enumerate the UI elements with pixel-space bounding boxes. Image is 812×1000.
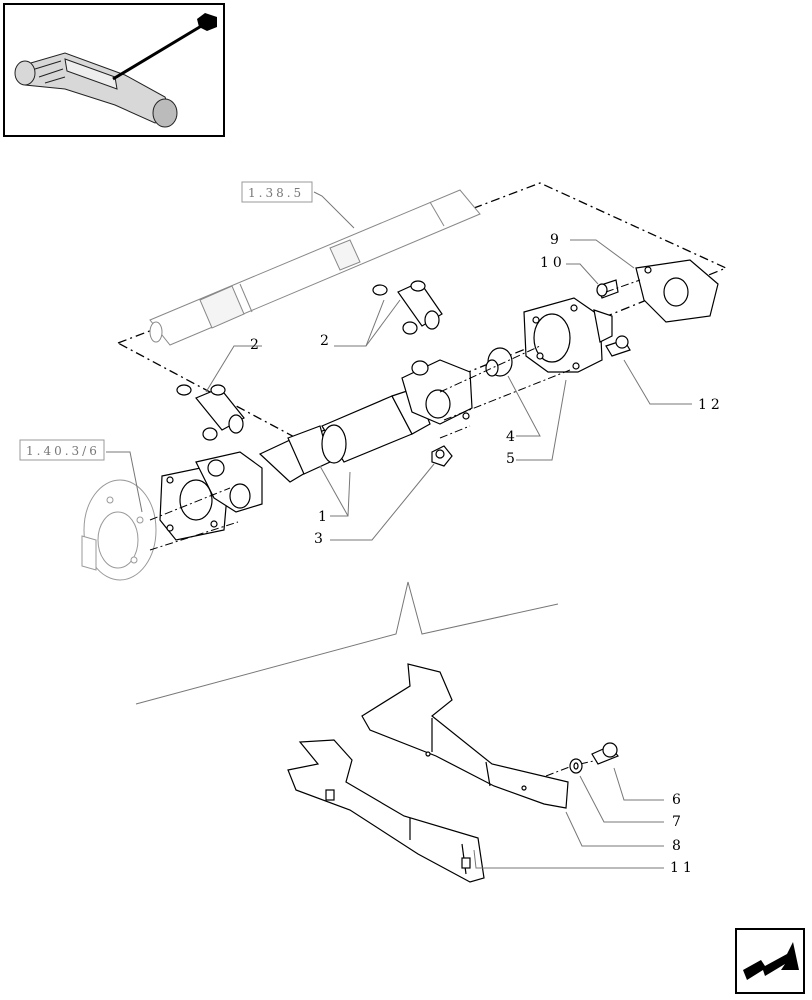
reference-label: 1.40.3/6 — [26, 444, 100, 458]
reference-region-outline — [116, 182, 728, 441]
callout-1[interactable]: 1 — [318, 509, 331, 525]
callout-11[interactable]: 11 — [670, 860, 696, 876]
callout-2[interactable]: 2 — [320, 333, 333, 349]
drive-shaft — [159, 359, 473, 541]
next-arrow-icon — [743, 941, 799, 980]
spider-kit-left — [176, 384, 245, 441]
assembly-thumbnail[interactable] — [3, 3, 225, 137]
callout-2[interactable]: 2 — [250, 337, 263, 353]
reference-label: 1.38.5 — [248, 186, 304, 200]
reference-flange — [81, 479, 157, 581]
reference-1-40-3-6[interactable]: 1.40.3/6 — [19, 439, 105, 461]
callout-8[interactable]: 8 — [672, 838, 685, 854]
reference-1-38-5[interactable]: 1.38.5 — [241, 181, 313, 203]
bearing-and-flange — [431, 259, 719, 467]
section-divider — [135, 581, 559, 705]
callout-12[interactable]: 12 — [698, 397, 724, 413]
guard-brackets — [287, 663, 569, 883]
bolt-and-washer — [569, 742, 619, 774]
next-page-button[interactable] — [735, 928, 805, 994]
axis-lines — [149, 279, 641, 777]
callout-4[interactable]: 4 — [506, 429, 519, 445]
callouts: 1 2 2 3 4 5 6 7 8 9 10 11 12 — [250, 232, 724, 876]
callout-9[interactable]: 9 — [550, 232, 563, 248]
callout-7[interactable]: 7 — [672, 814, 685, 830]
leader-lines — [106, 191, 692, 869]
callout-5[interactable]: 5 — [506, 451, 519, 467]
reference-shaft — [149, 189, 481, 346]
callout-3[interactable]: 3 — [314, 531, 327, 547]
axle-thumbnail-icon — [14, 13, 217, 128]
callout-10[interactable]: 10 — [540, 255, 566, 271]
spider-kit-right — [372, 280, 443, 335]
callout-6[interactable]: 6 — [672, 792, 685, 808]
